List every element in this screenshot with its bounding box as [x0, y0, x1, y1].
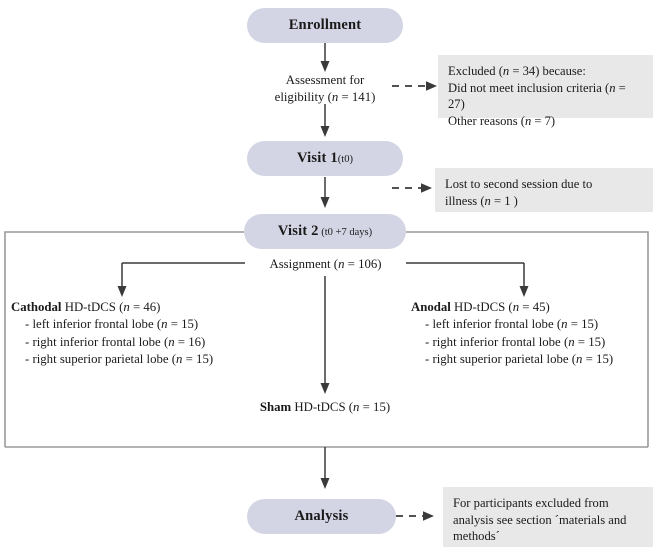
note-lost-line1: Lost to second session due to	[445, 177, 593, 191]
note-lost-to-followup: Lost to second session due to illness (n…	[435, 168, 653, 212]
connector-bracket-to-analysis	[320, 447, 330, 489]
note-analysis-line2: analysis see section ´materials and	[453, 512, 627, 527]
note-excluded-line1: Excluded (n = 34) because:	[448, 64, 586, 78]
stage-visit1: Visit 1(t0)	[247, 141, 403, 176]
assessment-line1: Assessment for	[285, 73, 365, 87]
stage-visit1-text: Visit 1(t0)	[297, 150, 353, 167]
connector-assessment-to-excluded	[392, 81, 437, 91]
arm-anodal-heading: Anodal HD-tDCS (n = 45)	[411, 300, 550, 314]
arm-cathodal-item: - left inferior frontal lobe (n = 15)	[25, 317, 199, 332]
stage-enrollment-label: Enrollment	[288, 17, 362, 34]
connector-analysis-to-note	[396, 511, 434, 521]
connector-enrollment-to-assessment	[320, 43, 330, 72]
stage-enrollment: Enrollment	[247, 8, 403, 43]
stage-visit2: Visit 2 (t0 +7 days)	[244, 214, 406, 249]
stage-analysis: Analysis	[247, 499, 396, 534]
stage-analysis-label: Analysis	[294, 508, 349, 525]
arm-anodal-item: - right inferior frontal lobe (n = 15)	[425, 334, 606, 349]
stage-visit2-text: Visit 2 (t0 +7 days)	[277, 223, 373, 240]
connector-assessment-to-visit1	[320, 104, 330, 137]
connector-assignment-to-sham	[320, 276, 330, 394]
note-analysis-exclusions: For participants excluded from analysis …	[443, 487, 653, 547]
connector-visit1-to-lost	[392, 183, 432, 193]
assessment-line2: eligibility (n = 141)	[274, 90, 376, 105]
connector-assignment-split	[117, 262, 529, 297]
arms-bracket	[4, 231, 649, 448]
note-analysis-line3: methods´	[453, 529, 500, 544]
arm-cathodal-item: - right inferior frontal lobe (n = 16)	[25, 334, 206, 349]
arm-anodal-item: - left inferior frontal lobe (n = 15)	[425, 317, 599, 332]
note-lost-line2: illness (n = 1 )	[445, 193, 518, 208]
arm-cathodal-item: - right superior parietal lobe (n = 15)	[25, 352, 214, 367]
arm-cathodal: Cathodal HD-tDCS (n = 46) - left inferio…	[11, 299, 213, 369]
arm-anodal-item: - right superior parietal lobe (n = 15)	[425, 352, 614, 367]
arm-anodal: Anodal HD-tDCS (n = 45) - left inferior …	[411, 299, 613, 369]
note-excluded: Excluded (n = 34) because: Did not meet …	[438, 55, 653, 128]
assignment-text: Assignment (n = 106)	[269, 257, 382, 271]
arm-cathodal-heading: Cathodal HD-tDCS (n = 46)	[11, 300, 161, 314]
note-excluded-line2: Did not meet inclusion criteria (n = 27)	[448, 80, 626, 112]
note-excluded-line3: Other reasons (n = 7)	[448, 113, 556, 128]
arm-sham: Sham HD-tDCS (n = 15)	[259, 400, 391, 414]
connector-visit1-to-visit2	[320, 177, 330, 208]
note-analysis-line1: For participants excluded from	[453, 496, 609, 510]
assessment-text: Assessment for eligibility (n = 141)	[255, 72, 395, 107]
